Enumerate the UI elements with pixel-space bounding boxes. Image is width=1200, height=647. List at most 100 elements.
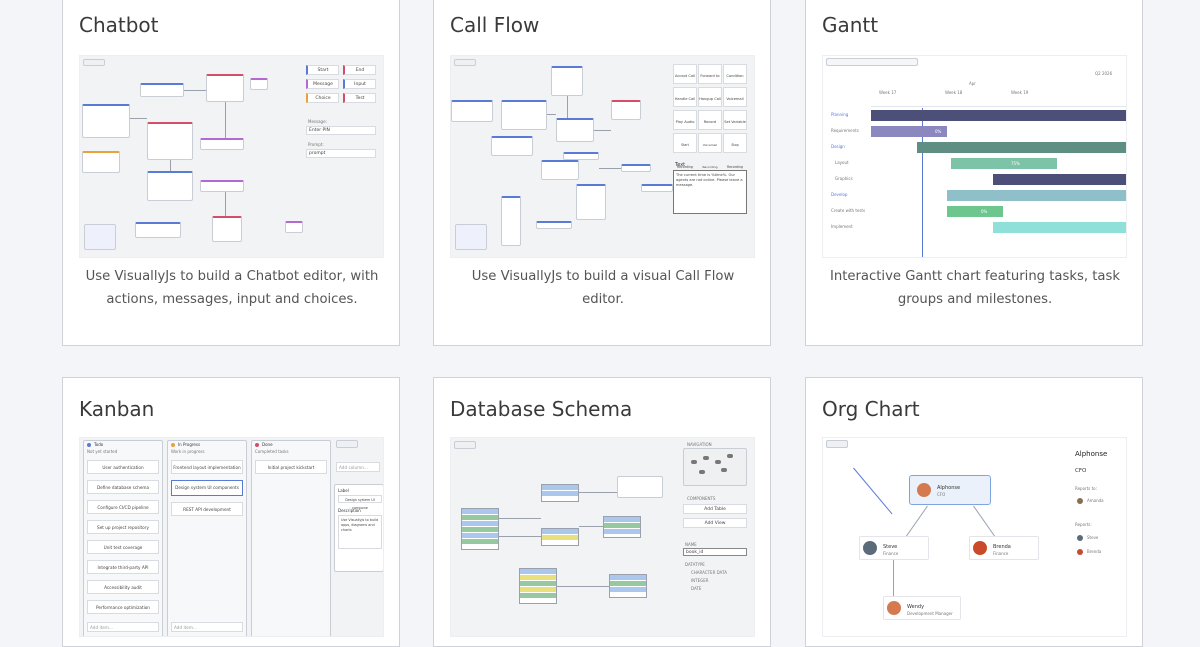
palette-set-variable[interactable]: Set Variable	[723, 110, 747, 130]
avatar	[973, 541, 987, 555]
kanban-card[interactable]: REST API development	[171, 502, 243, 516]
palette-condition[interactable]: Condition	[723, 64, 747, 84]
card-preview-image[interactable]: Q2 2026 Apr Week 17 Week 18 Week 19 Plan…	[822, 55, 1127, 258]
card-preview-image[interactable]: Start End Message Input Choice Test Mess…	[79, 55, 384, 258]
schema-table	[461, 508, 499, 550]
kanban-card[interactable]: Frontend layout implementation	[171, 460, 243, 474]
avatar	[917, 483, 931, 497]
diagram-node	[541, 160, 579, 180]
example-card-database-schema[interactable]: Database Schema NAVIGATION COMPONENTS Ad…	[433, 377, 771, 647]
palette-choice[interactable]: Choice	[306, 93, 339, 103]
kanban-card[interactable]: Integrate third-party API	[87, 560, 159, 574]
diagram-node	[556, 118, 594, 142]
label-title: Label	[338, 488, 349, 493]
connector	[225, 192, 226, 216]
palette-start[interactable]: Start	[306, 65, 339, 75]
minimap-item	[721, 468, 727, 472]
prompt-field[interactable]: prompt	[306, 149, 376, 158]
gantt-bar-implement[interactable]	[993, 222, 1126, 233]
description-field[interactable]: Use VisuallyJs to build apps, diagrams a…	[338, 515, 382, 549]
palette-hangup-call[interactable]: Hangup Call	[698, 87, 722, 107]
card-preview-image[interactable]: Todo Not yet started User authentication…	[79, 437, 384, 637]
datatype-option[interactable]: INTEGER	[691, 578, 709, 583]
components-heading: COMPONENTS	[687, 496, 716, 501]
example-card-org-chart[interactable]: Org Chart Alphonse CFO Steve Finance Bre…	[805, 377, 1143, 647]
description-title: Description	[338, 508, 361, 513]
palette-handle-call[interactable]: Handle Call	[673, 87, 697, 107]
card-preview-image[interactable]: NAVIGATION COMPONENTS Add Table Add View…	[450, 437, 755, 637]
gantt-bar-graphics[interactable]	[993, 174, 1126, 185]
example-card-kanban[interactable]: Kanban Todo Not yet started User authent…	[62, 377, 400, 647]
gantt-row-label: Implement	[831, 224, 853, 229]
kanban-card[interactable]: Unit test coverage	[87, 540, 159, 554]
name-field[interactable]: book_id	[683, 548, 747, 556]
column-title: Done	[262, 442, 273, 447]
org-node-name: Alphonse	[937, 485, 961, 491]
card-description: Interactive Gantt chart featuring tasks,…	[829, 269, 1121, 307]
datatype-option[interactable]: DATE	[691, 586, 702, 591]
kanban-card[interactable]: User authentication	[87, 460, 159, 474]
palette-accept-call[interactable]: Accept Call	[673, 64, 697, 84]
diagram-node	[491, 136, 533, 156]
message-field[interactable]: Enter PIN	[306, 126, 376, 135]
avatar	[1077, 535, 1083, 541]
add-table-button[interactable]: Add Table	[683, 504, 747, 514]
palette-play-audio[interactable]: Play Audio	[673, 110, 697, 130]
toolbar	[826, 58, 918, 66]
minimap	[455, 224, 487, 250]
gantt-bar-layout[interactable]: 75%	[951, 158, 1057, 169]
label-field[interactable]: Design system UI compone	[338, 495, 382, 510]
org-node-role: CFO	[937, 492, 946, 497]
palette-voicemail-recording[interactable]: Voicemail Recording	[698, 133, 722, 169]
palette-test[interactable]: Test	[343, 93, 376, 103]
name-label: NAME	[685, 542, 697, 547]
kanban-card[interactable]: Define database schema	[87, 480, 159, 494]
diagram-node	[200, 180, 244, 192]
diagram-node	[82, 104, 130, 138]
palette-start-recording[interactable]: Start Recording	[673, 133, 697, 169]
kanban-card[interactable]: Accessibility audit	[87, 580, 159, 594]
gantt-row-label: Create with tests	[831, 208, 866, 213]
palette-voicemail[interactable]: Voicemail	[723, 87, 747, 107]
gantt-bar-requirements[interactable]: 0%	[871, 126, 947, 137]
kanban-card[interactable]: Initial project kickstart	[255, 460, 327, 474]
kanban-card[interactable]: Configure CI/CD pipeline	[87, 500, 159, 514]
diagram-node	[212, 216, 242, 242]
kanban-card[interactable]: Performance optimization	[87, 600, 159, 614]
add-item-input[interactable]: Add item...	[87, 622, 159, 632]
org-connector	[853, 467, 893, 515]
reports-to-label: Reports to:	[1075, 486, 1097, 491]
add-view-button[interactable]: Add View	[683, 518, 747, 528]
gantt-bar-design[interactable]	[917, 142, 1126, 153]
example-card-call-flow[interactable]: Call Flow Accept Call Forward to phone C…	[433, 0, 771, 346]
avatar	[1077, 498, 1083, 504]
palette-record[interactable]: Record	[698, 110, 722, 130]
palette-forward-to-phone[interactable]: Forward to phone	[698, 64, 722, 100]
diagram-node	[451, 100, 493, 122]
done-status-dot	[255, 443, 259, 447]
gantt-bar-develop[interactable]	[947, 190, 1126, 201]
gantt-row-label: Requirements	[831, 128, 859, 133]
kanban-card[interactable]: Set up project repository	[87, 520, 159, 534]
card-preview-image[interactable]: Accept Call Forward to phone Condition H…	[450, 55, 755, 258]
add-item-input[interactable]: Add item...	[171, 622, 243, 632]
gantt-bar-planning[interactable]	[871, 110, 1126, 121]
text-area[interactable]: The current time is %time%. Our agents a…	[673, 170, 747, 214]
palette-end[interactable]: End	[343, 65, 376, 75]
navigation-heading: NAVIGATION	[687, 442, 712, 447]
toolbar	[826, 440, 848, 448]
org-node-name: Wendy	[907, 604, 925, 610]
datatype-option[interactable]: CHARACTER DATA	[691, 570, 727, 575]
gantt-bar-create-with-tests[interactable]: 0%	[947, 206, 1003, 217]
card-preview-image[interactable]: Alphonse CFO Steve Finance Brenda Financ…	[822, 437, 1127, 637]
column-title: In Progress	[178, 442, 201, 447]
kanban-card[interactable]: Design system UI components	[171, 480, 243, 496]
schema-table	[541, 484, 579, 502]
add-column-input[interactable]: Add column...	[336, 462, 380, 472]
palette-input[interactable]: Input	[343, 79, 376, 89]
palette-stop-recording[interactable]: Stop Recording	[723, 133, 747, 169]
example-card-chatbot[interactable]: Chatbot Start End Message Input Choice T…	[62, 0, 400, 346]
example-card-gantt[interactable]: Gantt Q2 2026 Apr Week 17 Week 18 Week 1…	[805, 0, 1143, 346]
palette-message[interactable]: Message	[306, 79, 339, 89]
connector	[184, 90, 206, 91]
